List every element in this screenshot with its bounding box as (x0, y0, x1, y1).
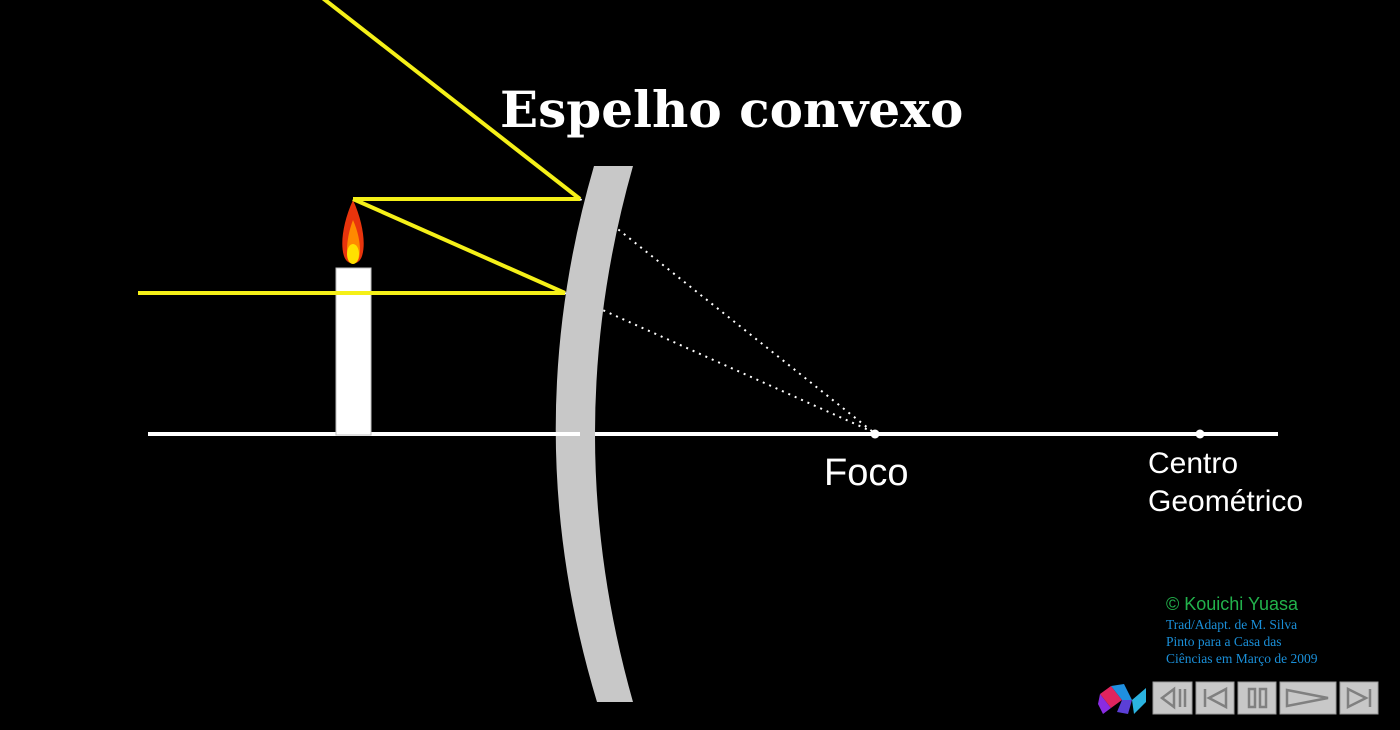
pause-button[interactable] (1237, 681, 1277, 715)
candle-icon (335, 200, 372, 436)
center-label-line2: Geométrico (1148, 485, 1303, 518)
center-label-line1: Centro (1148, 447, 1238, 480)
rewind-button[interactable] (1152, 681, 1193, 715)
virtual-ray-top (579, 198, 874, 433)
focus-point (870, 429, 880, 439)
pause-icon (1247, 687, 1268, 709)
light-rays (138, 0, 582, 295)
rewind-icon (1159, 686, 1187, 710)
play-button[interactable] (1279, 681, 1337, 715)
virtual-ray-bottom (564, 292, 874, 433)
playback-controls (1152, 681, 1379, 715)
skip-to-end-icon (1346, 686, 1372, 710)
diagram-title: Espelho convexo (500, 80, 963, 139)
play-icon (1285, 688, 1329, 708)
logo-icon (1098, 684, 1146, 714)
credit-line2: Pinto para a Casa das (1166, 634, 1281, 649)
last-button[interactable] (1339, 681, 1379, 715)
flame-to-mirror-ray (352, 197, 566, 295)
candle-body (335, 267, 372, 436)
first-button[interactable] (1195, 681, 1235, 715)
credit-author: © Kouichi Yuasa (1166, 594, 1299, 614)
credit-line3: Ciências em Março de 2009 (1166, 651, 1318, 666)
candle-flame-inner (347, 244, 359, 264)
convex-mirror (555, 166, 633, 702)
reflected-ray (321, 0, 582, 201)
credit-line1: Trad/Adapt. de M. Silva (1166, 617, 1297, 632)
center-point (1195, 429, 1205, 439)
skip-to-start-icon (1203, 686, 1228, 710)
focus-label: Foco (824, 452, 908, 494)
